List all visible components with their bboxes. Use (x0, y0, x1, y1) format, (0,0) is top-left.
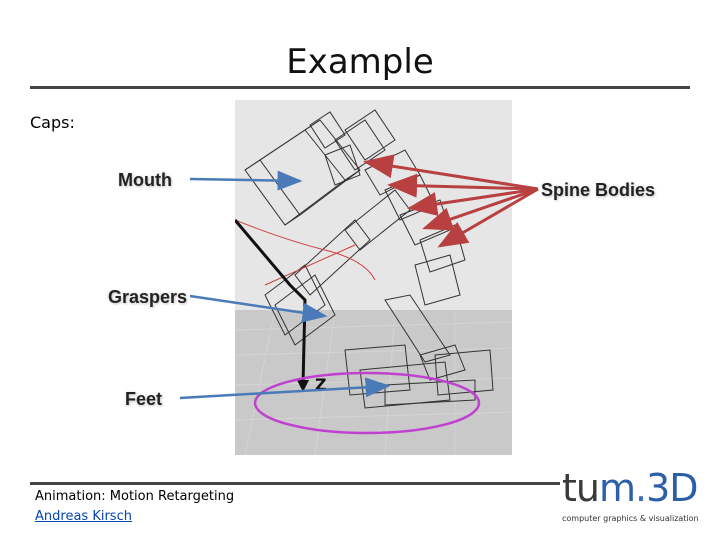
graspers-label: Graspers (108, 287, 188, 307)
caps-label: Caps: (30, 113, 75, 132)
tum3d-logo: tum.3D (562, 466, 699, 510)
logo-part-m: m (598, 466, 636, 510)
footer-author-link[interactable]: Andreas Kirsch (35, 509, 132, 524)
slide-title: Example (286, 42, 434, 82)
logo-part-tu: tu (562, 466, 600, 510)
title-divider (30, 86, 690, 89)
footer-divider (30, 482, 560, 485)
mouth-label: Mouth (118, 170, 172, 190)
spine-bodies-label: Spine Bodies (541, 180, 656, 200)
logo-part-3d: 3D (646, 466, 698, 510)
feet-label: Feet (125, 389, 163, 409)
svg-text:Z: Z (315, 375, 327, 394)
logo-dot: . (635, 466, 647, 510)
wireframe-scene-image: Z (235, 100, 512, 455)
logo-subtitle: computer graphics & visualization (562, 514, 699, 523)
footer-course-title: Animation: Motion Retargeting (35, 489, 235, 504)
